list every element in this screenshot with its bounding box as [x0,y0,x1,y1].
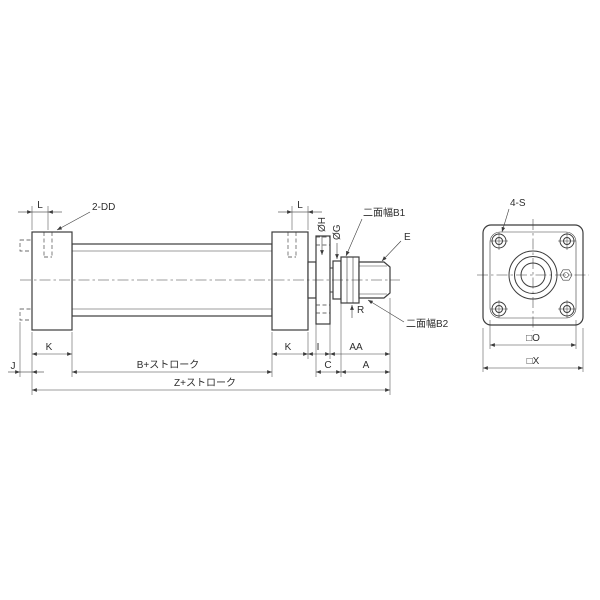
dim-label-l-right: L [297,200,303,211]
dim-label-r: R [357,305,364,316]
port-hidden-lines-left [43,232,53,258]
dim-label-rod-dia: ØH [317,217,328,232]
dimension-lines [8,210,390,392]
dim-label-boss-dia: ØG [332,224,343,240]
bolt-hole-bottom-right [558,300,576,318]
side-view-labels: L 2-DD L ØH ØG 二面幅B1 E 二面幅B2 R K K I AA … [11,200,449,389]
tube-bore-lines [72,250,272,310]
side-view [19,231,400,331]
dim-label-b-stroke: B+ストローク [137,359,200,371]
end-view-dimensions: 4-S □O □X [482,198,584,372]
dim-label-x: □X [527,356,540,367]
callout-label-flats-b2: 二面幅B2 [406,317,449,330]
callout-label-thread-e: E [404,232,411,243]
dim-label-i: I [317,342,320,353]
dim-label-aa: AA [349,342,363,353]
dim-label-k-right: K [285,342,292,353]
port-hidden-lines-right [287,232,297,258]
extension-lines [19,206,391,395]
dim-label-k-left: K [46,342,53,353]
side-view-dimensions: L 2-DD L ØH ØG 二面幅B1 E 二面幅B2 R K K I AA … [8,200,449,395]
dim-label-a: A [363,360,370,371]
dim-label-o: □O [526,333,540,344]
bolt-hole-bottom-left [490,300,508,318]
dim-label-j: J [11,361,16,372]
end-view [477,219,589,331]
dim-label-c: C [324,360,331,371]
bolt-hole-top-left [490,232,508,250]
dim-label-l-left: L [37,200,43,211]
callout-label-ports: 2-DD [92,202,115,213]
dim-label-z-stroke: Z+ストローク [174,377,236,389]
bolt-hole-top-right [558,232,576,250]
thread-lines [359,265,387,295]
leader-lines [56,211,405,323]
end-view-labels: 4-S □O □X [510,198,540,367]
callout-label-bolts: 4-S [510,198,526,209]
head-cover [271,231,309,331]
rear-tierod-nuts-hidden [19,239,33,321]
callout-label-flats-b1: 二面幅B1 [363,206,406,219]
leader-4s [501,208,510,233]
flange-bolt-holes-hidden [316,236,330,314]
